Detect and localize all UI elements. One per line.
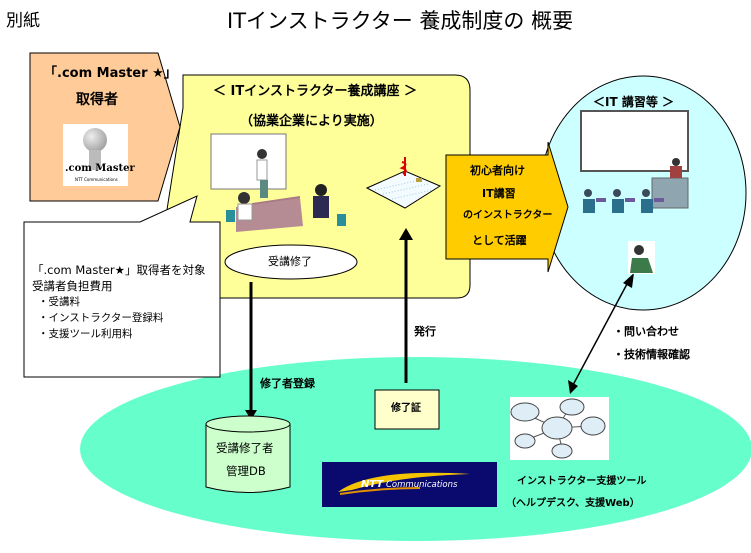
inquiry-arrow-head-up: [623, 273, 634, 288]
support-network-illustration: [510, 397, 609, 460]
certificate-box: [374, 389, 440, 430]
completion-label: 受講修了: [268, 255, 312, 268]
ntt-logo: [322, 462, 497, 507]
inquiry-label-2: ・技術情報確認: [613, 348, 690, 361]
issue-arrow-head: [399, 228, 413, 240]
certificate-label: 修了証: [391, 403, 421, 414]
ntt-brand-text: NTT: [361, 479, 384, 490]
ntt-communications-text: Communications: [386, 480, 458, 490]
callout-line-tuition: ・受講料: [38, 296, 80, 308]
support-tool-subtitle: （ヘルプデスク、支援Web）: [506, 498, 640, 509]
course-title: ＜ ITインストラクター養成講座 ＞: [213, 84, 417, 99]
database-line-1: 受講修了者: [216, 441, 274, 455]
register-label: 修了者登録: [260, 377, 315, 390]
attachment-label: 別紙: [6, 11, 40, 31]
master-holder-title: 「.com Master ★」: [44, 66, 177, 81]
logo-text: .com Master: [65, 163, 135, 174]
master-holder-subtitle: 取得者: [76, 92, 118, 108]
lecture-illustration: [580, 110, 689, 213]
role-line-1: 初心者向け: [470, 164, 525, 177]
database-cylinder: [205, 415, 291, 493]
register-arrow-head: [245, 410, 257, 420]
com-master-logo: .com Master NTT Communications: [63, 124, 135, 186]
role-arrow-shape: [445, 141, 569, 273]
inquiry-label-1: ・問い合わせ: [613, 325, 679, 338]
course-subtitle: （協業企業により実施）: [240, 114, 383, 129]
lectures-title: ＜IT 講習等 ＞: [593, 95, 675, 109]
role-line-4: として活躍: [472, 234, 527, 247]
database-line-2: 管理DB: [226, 464, 266, 478]
ntt-area-ellipse: [80, 357, 751, 541]
callout-line-tool-fee: ・支援ツール利用料: [38, 328, 133, 340]
callout-line-cost-heading: 受講者負担費用: [32, 279, 113, 293]
page-title: ITインストラクター 養成制度の 概要: [227, 9, 574, 33]
completion-ellipse: [224, 244, 358, 280]
support-tool-title: インストラクター支援ツール: [517, 476, 647, 487]
certificate-illustration: [365, 157, 442, 209]
callout-line-target: 「.com Master★」取得者を対象: [32, 263, 206, 277]
meeting-illustration: [210, 133, 346, 232]
instructor-illustration: [628, 241, 655, 274]
inquiry-arrow-line: [572, 283, 628, 386]
pedestal-icon: [89, 150, 101, 170]
logo-subtext: NTT Communications: [75, 177, 118, 182]
cost-callout: [23, 195, 221, 378]
role-line-3: のインストラクター: [463, 210, 553, 221]
issue-label: 発行: [414, 325, 436, 338]
globe-icon: [83, 128, 107, 152]
inquiry-arrow-head-down: [568, 380, 578, 394]
callout-line-registration: ・インストラクター登録料: [38, 312, 164, 324]
role-line-2: IT講習: [482, 187, 516, 200]
